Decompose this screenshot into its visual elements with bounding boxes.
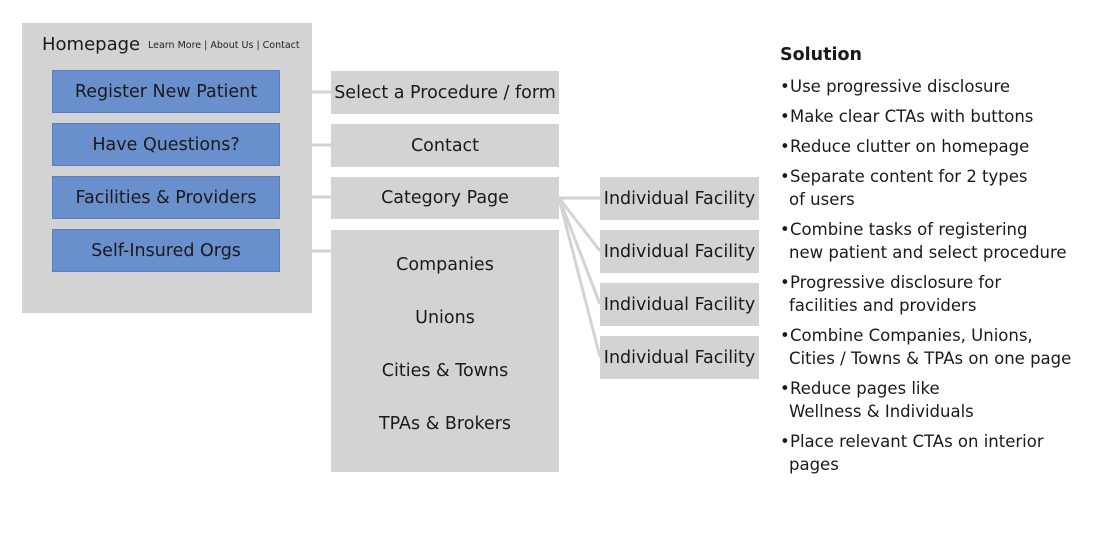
register-new-patient-button[interactable]: Register New Patient xyxy=(52,70,280,113)
solution-item-text: Progressive disclosure for xyxy=(790,273,1002,292)
category-page: Category Page xyxy=(331,177,559,219)
solution-item-text: Cities / Towns & TPAs on one page xyxy=(789,349,1072,368)
bullet-glyph: • xyxy=(780,77,790,96)
homepage-title: Homepage xyxy=(42,34,141,55)
solution-item: •Separate content for 2 types of users xyxy=(780,165,1090,211)
bullet-glyph: • xyxy=(780,326,790,345)
solution-item-text: of users xyxy=(789,190,855,209)
solution-item-text: Combine tasks of registering xyxy=(790,220,1028,239)
solution-item-text: Make clear CTAs with buttons xyxy=(790,107,1034,126)
solution-item: •Place relevant CTAs on interior pages xyxy=(780,430,1090,476)
solution-item: •Make clear CTAs with buttons xyxy=(780,105,1090,128)
org-type-unions: Unions xyxy=(415,308,475,328)
connector-category-to-facility-3 xyxy=(557,197,602,305)
solution-item: •Combine tasks of registering new patient… xyxy=(780,218,1090,264)
solution-item: •Combine Companies, Unions, Cities / Town… xyxy=(780,324,1090,370)
solution-item-text: Reduce pages like xyxy=(790,379,940,398)
org-type-tpas-brokers: TPAs & Brokers xyxy=(378,414,512,434)
solution-title: Solution xyxy=(780,45,862,65)
individual-facility-box: Individual Facility xyxy=(600,336,759,379)
solution-item-text: Reduce clutter on homepage xyxy=(790,137,1030,156)
org-types-page: Companies Unions Cities & Towns TPAs & B… xyxy=(331,230,559,472)
org-type-companies: Companies xyxy=(396,255,494,275)
procedure-form-page: Select a Procedure / form xyxy=(331,71,559,114)
homepage-nav: Learn More | About Us | Contact xyxy=(148,39,300,53)
solution-item-text: facilities and providers xyxy=(789,296,977,315)
individual-facility-box: Individual Facility xyxy=(600,177,759,220)
bullet-glyph: • xyxy=(780,137,790,156)
bullet-glyph: • xyxy=(780,273,790,292)
have-questions-button[interactable]: Have Questions? xyxy=(52,123,280,166)
bullet-glyph: • xyxy=(780,379,790,398)
org-type-cities-towns: Cities & Towns xyxy=(381,361,509,381)
bullet-glyph: • xyxy=(780,220,790,239)
solution-item-text: pages xyxy=(789,455,839,474)
self-insured-orgs-button[interactable]: Self-Insured Orgs xyxy=(52,229,280,272)
nav-contact[interactable]: Contact xyxy=(262,40,300,51)
solution-item: •Progressive disclosure for facilities an… xyxy=(780,271,1090,317)
solution-item-text: Separate content for 2 types xyxy=(790,167,1028,186)
connector-category-to-facility-2 xyxy=(557,197,602,252)
individual-facility-box: Individual Facility xyxy=(600,283,759,326)
solution-item: •Reduce clutter on homepage xyxy=(780,135,1090,158)
bullet-glyph: • xyxy=(780,167,790,186)
contact-page: Contact xyxy=(331,124,559,167)
nav-separator: | xyxy=(204,40,208,51)
individual-facility-box: Individual Facility xyxy=(600,230,759,273)
nav-learn-more[interactable]: Learn More xyxy=(148,40,202,51)
solution-item-text: Wellness & Individuals xyxy=(789,402,974,421)
solution-list: •Use progressive disclosure•Make clear C… xyxy=(780,75,1090,483)
facilities-providers-button[interactable]: Facilities & Providers xyxy=(52,176,280,219)
solution-item-text: Place relevant CTAs on interior xyxy=(790,432,1044,451)
bullet-glyph: • xyxy=(780,432,790,451)
solution-item: •Use progressive disclosure xyxy=(780,75,1090,98)
solution-item-text: new patient and select procedure xyxy=(789,243,1067,262)
nav-separator: | xyxy=(256,40,260,51)
nav-about-us[interactable]: About Us xyxy=(210,40,254,51)
connector-category-to-facility-4 xyxy=(557,197,602,358)
solution-item-text: Combine Companies, Unions, xyxy=(790,326,1033,345)
bullet-glyph: • xyxy=(780,107,790,126)
solution-item-text: Use progressive disclosure xyxy=(790,77,1011,96)
